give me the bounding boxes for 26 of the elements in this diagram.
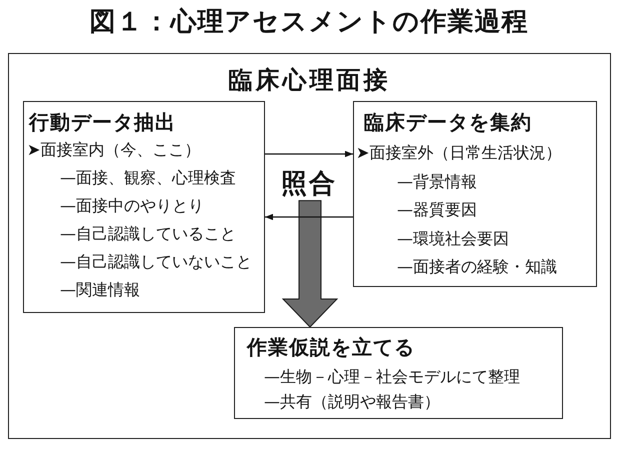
list-item: —背景情報 — [397, 174, 477, 190]
list-item: ➤面接室内（今、ここ） — [27, 142, 200, 158]
list-item: ➤面接室外（日常生活状況） — [356, 145, 562, 161]
block-arrow — [282, 200, 338, 328]
list-item: —器質要因 — [397, 202, 477, 218]
frame-heading: 臨床心理面接 — [228, 68, 390, 92]
list-panel — [353, 101, 597, 287]
outer-frame — [8, 53, 611, 439]
box-heading: 作業仮説を立てる — [247, 337, 415, 357]
arrow — [265, 150, 353, 158]
list-item: —関連情報 — [60, 282, 140, 298]
list-item: —自己認識していないこと — [60, 254, 252, 270]
list-item: —面接中のやりとり — [60, 198, 204, 214]
list-panel — [234, 327, 563, 419]
list-panel — [23, 101, 265, 313]
list-item: —生物－心理－社会モデルにて整理 — [264, 369, 520, 385]
box-heading: 臨床データを集約 — [364, 112, 532, 132]
list-item: —共有（説明や報告書） — [264, 394, 440, 410]
box-heading: 行動データ抽出 — [29, 112, 176, 132]
diagram-title: 図１：心理アセスメントの作業過程 — [90, 9, 528, 35]
list-item: —面接、観察、心理検査 — [60, 170, 236, 186]
center-label: 照合 — [281, 170, 337, 199]
list-item: —環境社会要因 — [397, 230, 509, 246]
list-item: —面接者の経験・知識 — [397, 259, 557, 275]
list-item: —自己認識していること — [60, 226, 236, 242]
arrow — [265, 214, 353, 220]
